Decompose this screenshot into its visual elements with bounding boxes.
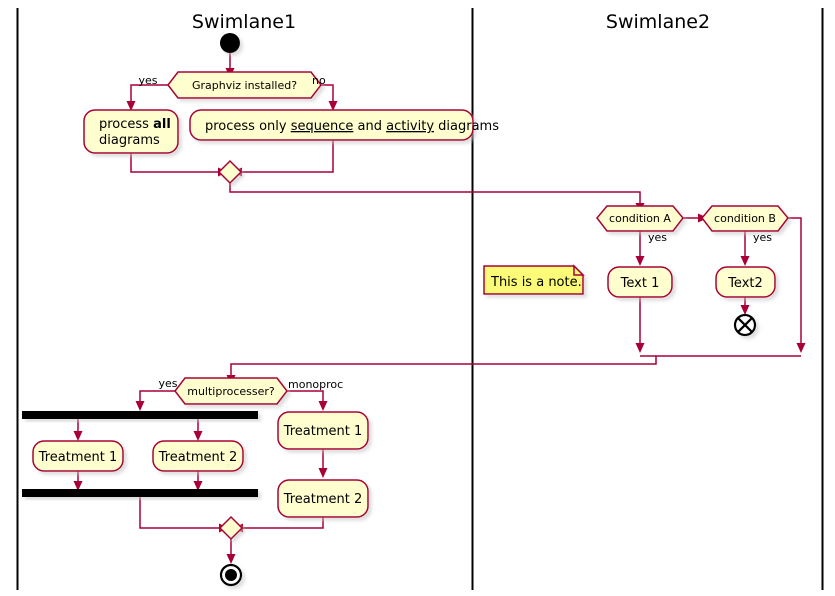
arrowhead-fork-to-treatment1 <box>73 431 83 441</box>
swimlane-title-2: Swimlane2 <box>606 11 710 33</box>
arrowhead-mono-t1-to-t2 <box>318 468 328 478</box>
activity-process-all-line1: process all <box>99 117 171 132</box>
activity-process-all-bold: all <box>153 117 171 132</box>
edge-processonly-to-merge <box>240 140 334 173</box>
arrowhead-treatment1-to-join <box>73 481 83 491</box>
activity-process-only-seg3: and <box>353 119 386 134</box>
edge-join-to-merge-bottom <box>139 497 221 529</box>
arrowhead-graphviz-no <box>328 101 338 111</box>
arrowhead-merge-to-stop <box>226 554 236 564</box>
merge-diamond-top <box>217 159 243 185</box>
activity-text-1[interactable]: Text 1 <box>607 266 673 298</box>
activity-process-all-line2: diagrams <box>99 133 160 148</box>
decision-multiprocesser-label: multiprocesser? <box>187 385 275 398</box>
edge-multiproc-yes <box>139 390 175 403</box>
arrowhead-multiproc-monoproc <box>318 401 328 411</box>
activity-process-only-seg4: activity <box>386 119 434 134</box>
activity-treatment-2-mono[interactable]: Treatment 2 <box>277 479 369 518</box>
activity-process-only-seg5: diagrams <box>434 119 499 134</box>
edge-label-multiproc-yes: yes <box>158 377 177 390</box>
decision-condition-a-label: condition A <box>609 212 671 225</box>
decision-graphviz-label: Graphviz installed? <box>192 79 297 92</box>
flow-final-node-abort <box>733 313 757 337</box>
arrowhead-treatment2-to-join <box>193 481 203 491</box>
activity-process-only-seg1: process only <box>205 119 291 134</box>
edge-label-graphviz-yes: yes <box>138 74 157 87</box>
fork-bar <box>22 411 258 419</box>
activity-process-only-diagrams[interactable]: process only sequence and activity diagr… <box>189 109 499 141</box>
edge-graphviz-no <box>318 84 334 103</box>
arrowhead-condition-b-yes <box>740 256 750 266</box>
activity-process-all-diagrams[interactable]: process all diagrams <box>83 109 179 154</box>
decision-graphviz-installed[interactable]: Graphviz installed? <box>167 71 322 99</box>
arrowhead-condition-b-no <box>796 343 806 353</box>
activity-treatment-1-parallel[interactable]: Treatment 1 <box>32 440 124 472</box>
arrowhead-text1-down <box>635 343 645 353</box>
edge-multiproc-monoproc <box>287 390 324 403</box>
arrowhead-text2-to-abort <box>740 305 750 315</box>
start-node <box>220 33 240 53</box>
edge-label-multiproc-monoproc: monoproc <box>288 378 343 391</box>
edge-graphviz-yes <box>130 84 170 103</box>
edge-condition-b-no <box>788 217 802 345</box>
activity-text-1-label: Text 1 <box>620 276 660 291</box>
arrowhead-graphviz-yes <box>126 101 136 111</box>
edge-mono-t2-to-merge <box>241 516 324 529</box>
final-node-stop <box>219 563 243 587</box>
activity-process-only-text: process only sequence and activity diagr… <box>205 119 499 134</box>
activity-treatment-2-parallel-label: Treatment 2 <box>158 450 238 465</box>
decision-condition-a[interactable]: condition A <box>596 205 684 232</box>
decision-condition-b-label: condition B <box>714 212 776 225</box>
decision-multiprocesser[interactable]: multiprocesser? <box>174 377 288 405</box>
merge-diamond-bottom <box>218 515 244 541</box>
edge-processall-to-merge <box>130 152 220 173</box>
activity-text-2-label: Text2 <box>727 276 763 291</box>
activity-text-2[interactable]: Text2 <box>715 266 776 298</box>
swimlane-title-1: Swimlane1 <box>192 11 296 33</box>
activity-treatment-2-mono-label: Treatment 2 <box>283 492 363 507</box>
arrowhead-multiproc-yes <box>135 401 145 411</box>
decision-condition-b[interactable]: condition B <box>701 205 789 232</box>
edge-merge-to-condition-a <box>229 183 641 205</box>
edge-rail-to-multiprocesser <box>230 355 801 377</box>
activity-treatment-1-mono-label: Treatment 1 <box>283 424 363 439</box>
activity-treatment-1-parallel-label: Treatment 1 <box>38 450 118 465</box>
activity-treatment-1-mono[interactable]: Treatment 1 <box>277 411 369 450</box>
edge-label-graphviz-no: no <box>312 74 326 87</box>
activity-treatment-2-parallel[interactable]: Treatment 2 <box>152 440 244 472</box>
join-bar <box>22 489 258 497</box>
edge-label-condition-a-yes: yes <box>648 231 667 244</box>
note-this-is-a-note: This is a note. <box>483 264 585 295</box>
arrowhead-fork-to-treatment2 <box>193 431 203 441</box>
note-label: This is a note. <box>490 275 582 290</box>
edge-label-condition-b-yes: yes <box>753 231 772 244</box>
activity-process-all-pre: process <box>99 117 153 132</box>
activity-process-only-seg2: sequence <box>291 119 354 134</box>
arrowhead-condition-a-yes <box>635 256 645 266</box>
